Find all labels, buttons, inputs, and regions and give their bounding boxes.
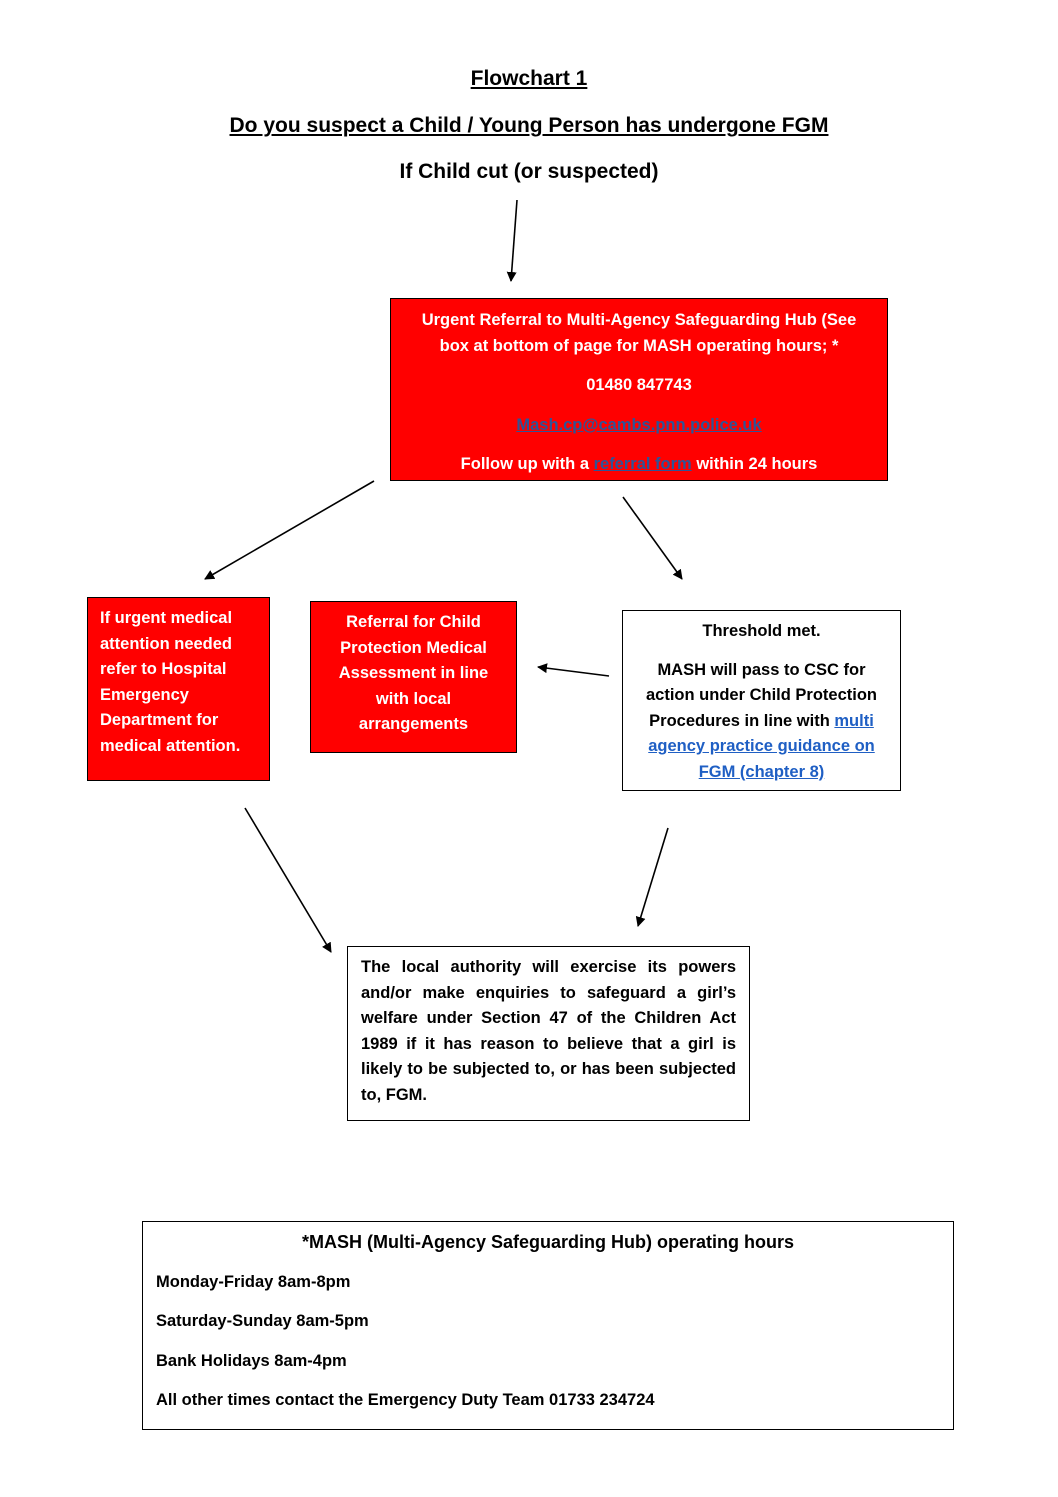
follow-up-prefix: Follow up with a bbox=[460, 455, 589, 473]
arrow-to-threshold bbox=[622, 496, 683, 580]
urgent-medical-box: If urgent medical attention needed refer… bbox=[87, 597, 270, 781]
hours-weekend: Saturday-Sunday 8am-5pm bbox=[156, 1312, 369, 1330]
cp-medical-text: Referral for Child Protection Medical As… bbox=[338, 613, 489, 733]
referral-phone: 01480 847743 bbox=[586, 376, 692, 394]
threshold-title: Threshold met. bbox=[702, 622, 821, 640]
threshold-box: Threshold met. MASH will pass to CSC for… bbox=[622, 610, 901, 791]
local-authority-box: The local authority will exercise its po… bbox=[347, 946, 750, 1121]
flowchart-title: Flowchart 1 bbox=[470, 67, 588, 90]
hours-weekday: Monday-Friday 8am-8pm bbox=[156, 1272, 351, 1291]
hours-bank-holidays: Bank Holidays 8am-4pm bbox=[156, 1351, 347, 1370]
arrow-medical-to-la bbox=[244, 807, 332, 953]
arrow-to-medical bbox=[204, 480, 375, 580]
local-authority-text: The local authority will exercise its po… bbox=[361, 958, 736, 1104]
follow-up-suffix: within 24 hours bbox=[696, 455, 818, 473]
urgent-medical-text: If urgent medical attention needed refer… bbox=[100, 609, 241, 755]
threshold-text: MASH will pass to CSC for action under C… bbox=[645, 660, 877, 730]
urgent-referral-box: Urgent Referral to Multi-Agency Safeguar… bbox=[390, 298, 888, 481]
arrow-threshold-to-la bbox=[635, 827, 669, 927]
hours-other: All other times contact the Emergency Du… bbox=[156, 1391, 655, 1409]
arrow-to-cp-medical bbox=[537, 663, 610, 677]
referral-form-link[interactable]: referral form bbox=[593, 455, 692, 473]
cp-medical-box: Referral for Child Protection Medical As… bbox=[310, 601, 517, 753]
practice-guidance-link[interactable]: multi agency practice guidance on FGM (c… bbox=[648, 711, 875, 781]
question-heading: Do you suspect a Child / Young Person ha… bbox=[229, 114, 829, 137]
referral-text: Urgent Referral to Multi-Agency Safeguar… bbox=[421, 311, 857, 355]
arrow-to-referral bbox=[506, 199, 518, 282]
condition-heading: If Child cut (or suspected) bbox=[399, 160, 659, 183]
operating-hours-box: *MASH (Multi-Agency Safeguarding Hub) op… bbox=[142, 1221, 954, 1430]
hours-title: *MASH (Multi-Agency Safeguarding Hub) op… bbox=[301, 1232, 794, 1252]
referral-email-link[interactable]: Mash.cp@cambs.pnn.police.uk bbox=[516, 415, 762, 434]
